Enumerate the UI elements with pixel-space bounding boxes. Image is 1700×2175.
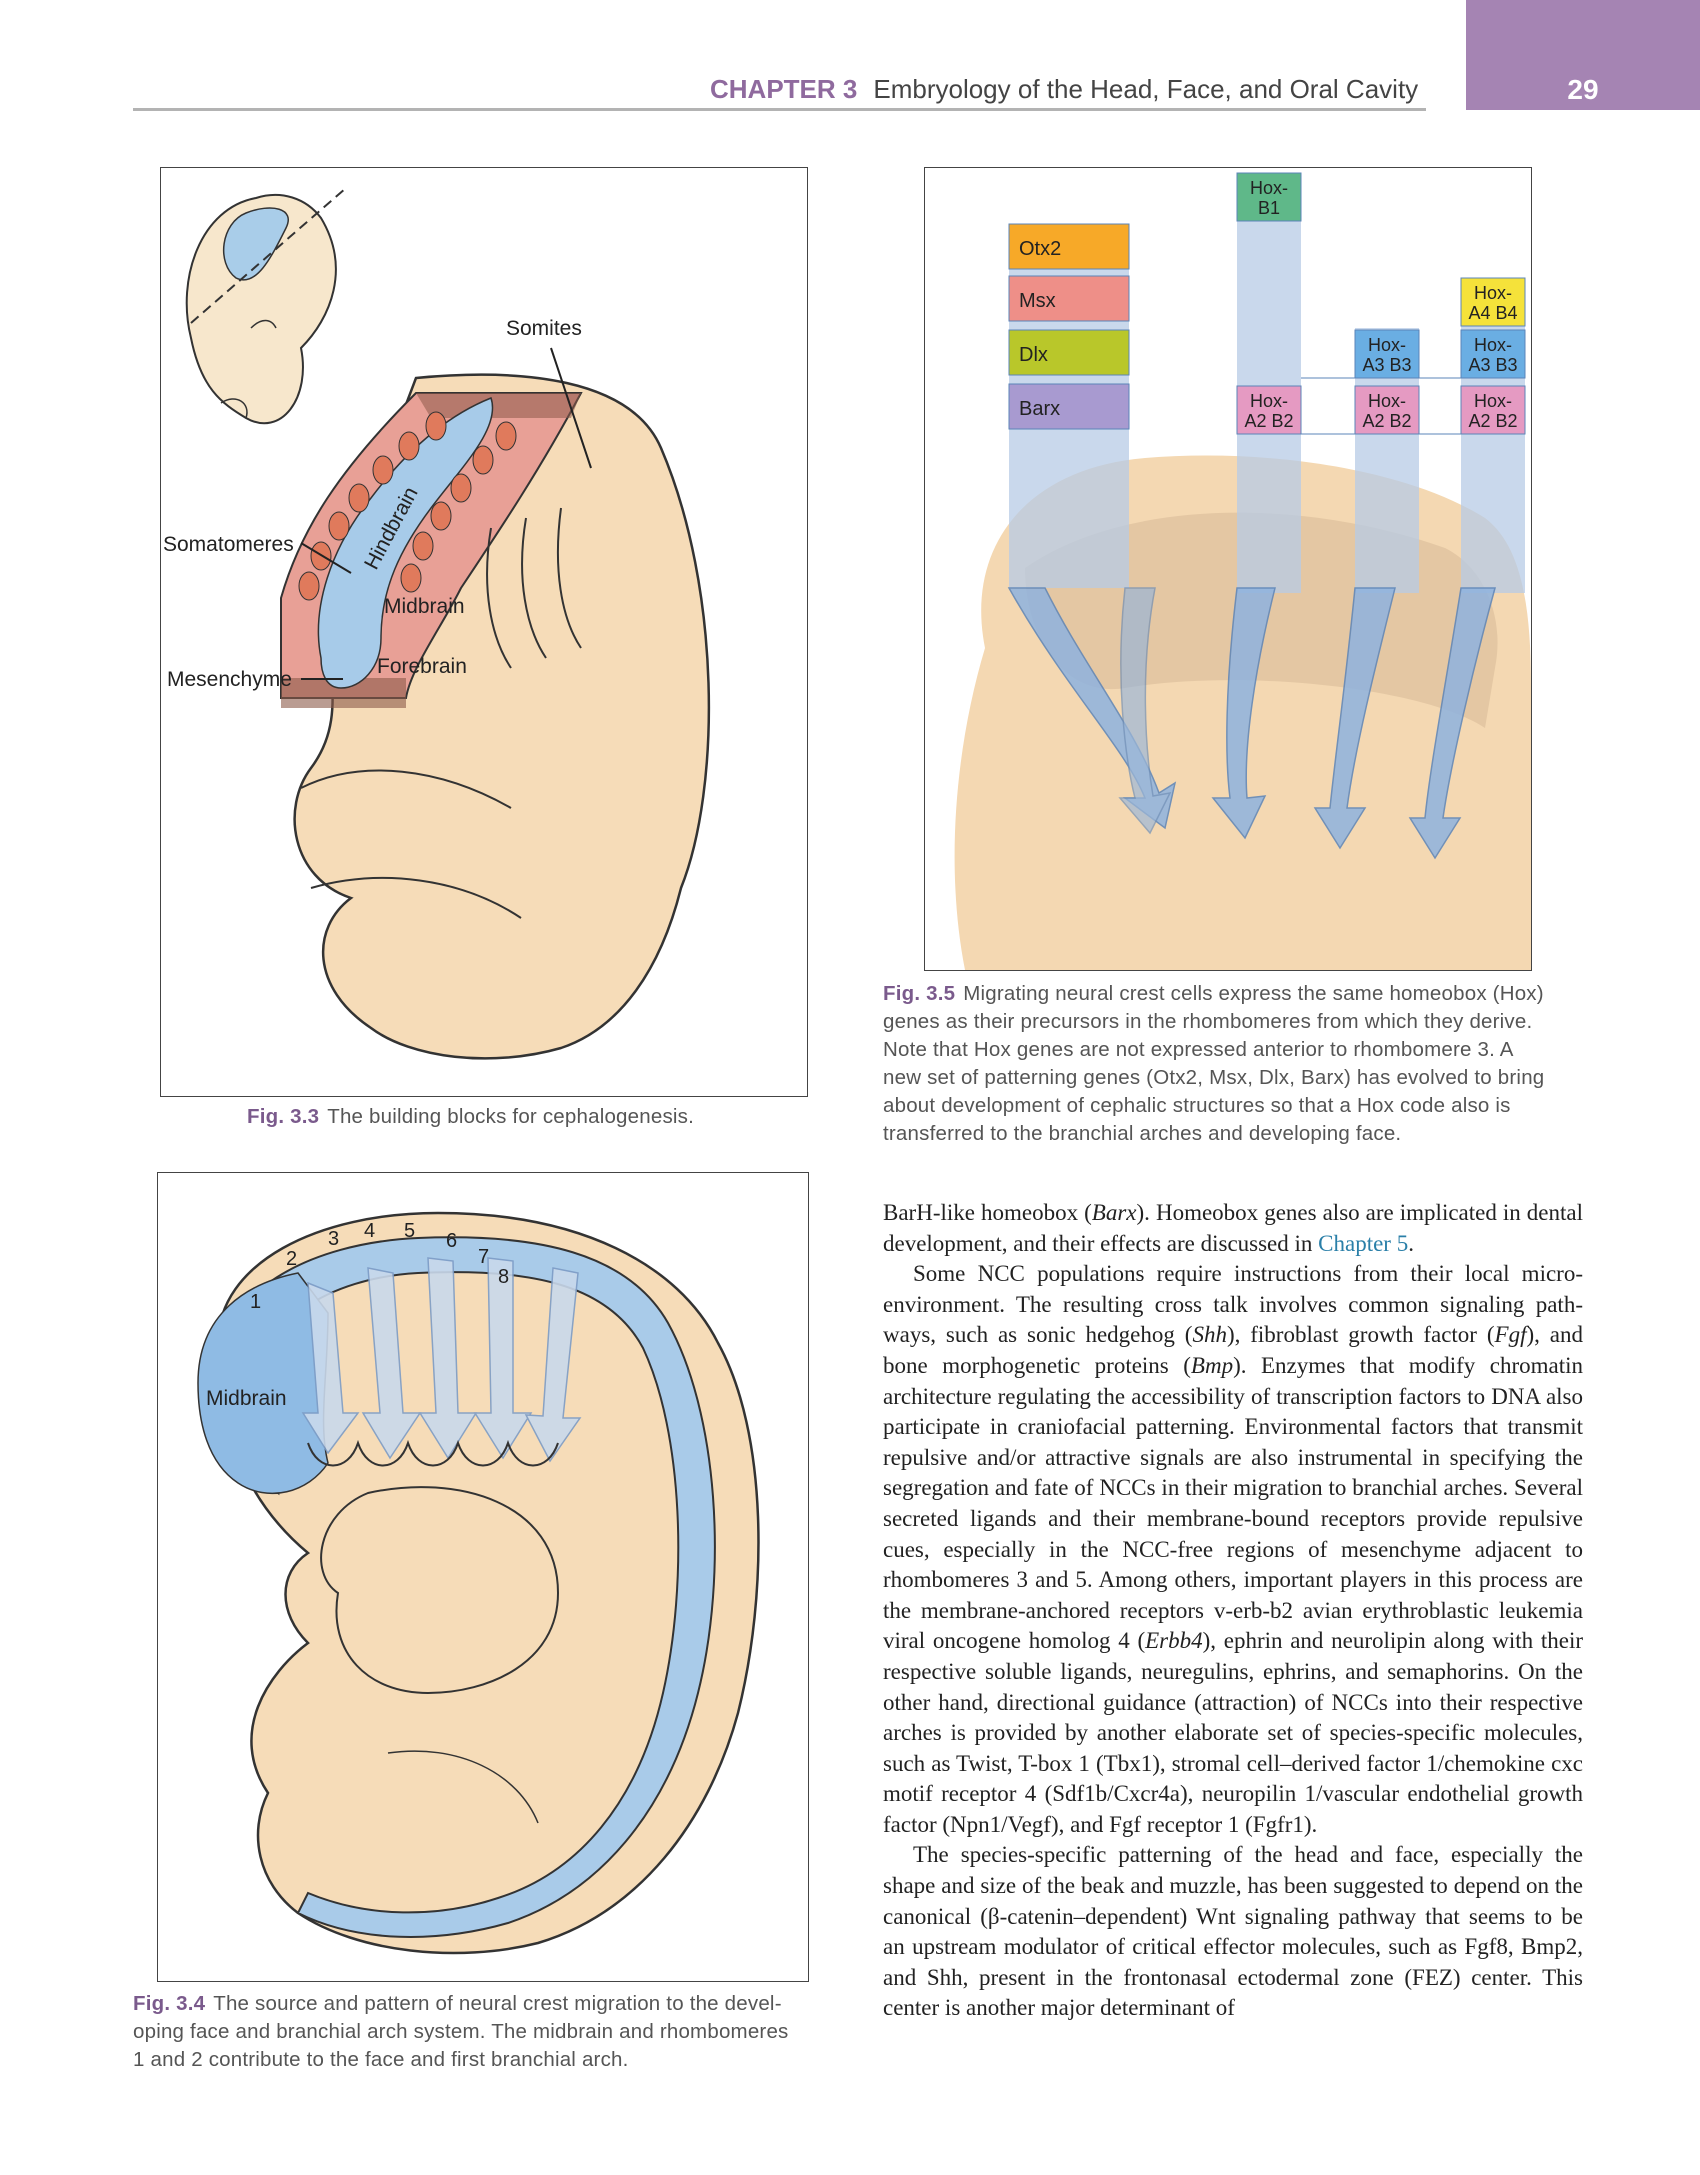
paragraph-3: The species-specific patterning of the h… (883, 1842, 1583, 2021)
gene-hoxb1-line1: Hox- (1250, 178, 1288, 198)
label-somites: Somites (506, 317, 582, 340)
caption-fig-3-4-line-2: oping face and branchial arch system. Th… (133, 2020, 789, 2043)
p1-term-barx: Barx (1091, 1200, 1137, 1225)
chapter-5-link[interactable]: Chapter 5 (1318, 1230, 1409, 1256)
caption-fig-3-4-line-1: The source and pattern of neural crest m… (213, 1992, 782, 2015)
figure-3-5: Otx2 Msx Dlx Barx Hox- B1 Hox- A4 B4 Hox… (924, 167, 1532, 971)
page-number-tab: 29 (1466, 0, 1700, 110)
gene-hoxa2b2-r5-line1: Hox- (1474, 391, 1512, 411)
p2-term-shh: Shh (1192, 1322, 1227, 1348)
running-header: CHAPTER 3 Embryology of the Head, Face, a… (710, 74, 1418, 105)
figure-3-4: 1 2 3 4 5 6 7 8 Midbrain (157, 1172, 809, 1982)
figure-3-3-illustration: Somites Somatomeres Hindbrain Midbrain F… (163, 187, 711, 1060)
p2-text-b: ), fibroblast growth factor ( (1226, 1322, 1495, 1348)
caption-fig-3-3-number: Fig. 3.3 (247, 1105, 320, 1128)
caption-fig-3-5-line-4: new set of patterning genes (Otx2, Msx, … (883, 1066, 1545, 1089)
label-midbrain: Midbrain (384, 595, 465, 618)
page-number: 29 (1567, 74, 1599, 105)
gene-hoxa2b2-r3-line1: Hox- (1250, 391, 1288, 411)
rhombomere-4: 4 (364, 1220, 375, 1242)
p2-text-e: ), ephrin and neurolipin along with thei… (883, 1628, 1583, 1837)
p1-text-a: BarH-like homeobox ( (883, 1200, 1092, 1225)
gene-msx: Msx (1019, 290, 1056, 312)
caption-fig-3-5-line-1: Migrating neural crest cells express the… (963, 982, 1544, 1005)
gene-hoxa2b2-r4-line1: Hox- (1368, 391, 1406, 411)
gene-hoxa3b3-r5-line1: Hox- (1474, 335, 1512, 355)
p1-text-b: ). Homeobox genes also are implicated in… (883, 1200, 1583, 1256)
figure-3-4-illustration: 1 2 3 4 5 6 7 8 Midbrain (197, 1211, 760, 1955)
label-somatomeres: Somatomeres (163, 533, 294, 556)
gene-barx: Barx (1019, 398, 1060, 420)
label-mesenchyme: Mesenchyme (167, 668, 292, 691)
gene-otx2: Otx2 (1019, 238, 1061, 260)
rhombomere-7: 7 (478, 1246, 489, 1268)
figure-3-3: Somites Somatomeres Hindbrain Midbrain F… (160, 167, 808, 1097)
caption-fig-3-3-text: The building blocks for cephalogenesis. (327, 1105, 695, 1128)
rhombomere-6: 6 (446, 1230, 457, 1252)
caption-fig-3-5-line-5: about development of cephalic structures… (883, 1094, 1511, 1117)
rhombomere-1: 1 (250, 1291, 261, 1313)
caption-fig-3-4: Fig. 3.4 The source and pattern of neural… (133, 1990, 833, 2074)
gene-dlx: Dlx (1019, 344, 1048, 366)
caption-fig-3-5-number: Fig. 3.5 (883, 982, 956, 1005)
gene-hoxa4b4-line1: Hox- (1474, 283, 1512, 303)
p2-term-erbb4: Erbb4 (1145, 1628, 1203, 1654)
rhombomere-8: 8 (498, 1266, 509, 1288)
caption-fig-3-4-number: Fig. 3.4 (133, 1992, 206, 2015)
chapter-title: Embryology of the Head, Face, and Oral C… (873, 74, 1419, 104)
caption-fig-3-5-line-3: Note that Hox genes are not expressed an… (883, 1038, 1514, 1061)
rhombomere-5: 5 (404, 1220, 415, 1242)
rhombomere-3: 3 (328, 1228, 339, 1250)
figure-3-5-illustration: Otx2 Msx Dlx Barx Hox- B1 Hox- A4 B4 Hox… (954, 172, 1531, 970)
caption-fig-3-5: Fig. 3.5 Migrating neural crest cells exp… (883, 980, 1583, 1148)
p2-text-a: Some NCC populations require instruction… (883, 1261, 1583, 1348)
body-text: BarH-like homeobox (Barx). Homeobox gene… (883, 1198, 1583, 2024)
rhombomere-2: 2 (286, 1248, 297, 1270)
p2-term-bmp: Bmp (1190, 1352, 1234, 1378)
p2-text-c: ), and bone morphogenetic proteins ( (883, 1322, 1583, 1378)
inset-embryo (185, 187, 347, 425)
caption-fig-3-5-line-6: transferred to the branchial arches and … (883, 1122, 1402, 1145)
gene-hoxa2b2-r4-line2: A2 B2 (1362, 411, 1411, 431)
caption-fig-3-5-line-2: genes as their precursors in the rhombom… (883, 1010, 1533, 1033)
gene-hoxa3b3-r4-line2: A3 B3 (1362, 355, 1411, 375)
gene-hoxa2b2-r3-line2: A2 B2 (1244, 411, 1293, 431)
header-rule (133, 108, 1426, 111)
gene-hoxa3b3-r4-line1: Hox- (1368, 335, 1406, 355)
p2-text-d: ). Enzymes that modify chroma­tin archit… (883, 1352, 1583, 1654)
label-forebrain: Forebrain (377, 655, 467, 678)
gene-hoxa2b2-r5-line2: A2 B2 (1468, 411, 1517, 431)
paragraph-1: BarH-like homeobox (Barx). Homeobox gene… (883, 1198, 1583, 1259)
paragraph-2: Some NCC populations require instruction… (883, 1259, 1583, 1840)
label-midbrain-fig34: Midbrain (206, 1387, 287, 1410)
gene-hoxa4b4-line2: A4 B4 (1468, 303, 1517, 323)
chapter-label: CHAPTER 3 (710, 74, 858, 104)
p1-text-c: . (1408, 1230, 1414, 1256)
p2-term-fgf: Fgf (1494, 1322, 1527, 1348)
gene-hoxa3b3-r5-line2: A3 B3 (1468, 355, 1517, 375)
gene-hoxb1-line2: B1 (1258, 198, 1280, 218)
caption-fig-3-4-line-3: 1 and 2 contribute to the face and first… (133, 2048, 629, 2071)
caption-fig-3-3: Fig. 3.3 The building blocks for cephalog… (247, 1103, 807, 1131)
